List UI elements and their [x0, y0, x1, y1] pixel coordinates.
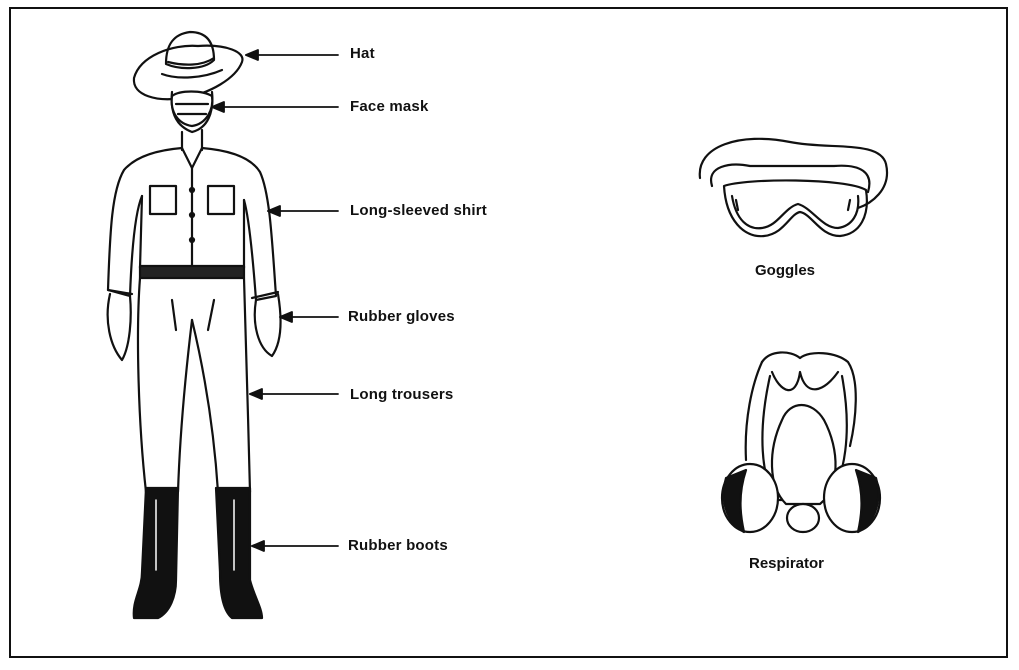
goggles-drawing [700, 139, 887, 236]
person-figure [108, 32, 281, 618]
label-rubber-boots: Rubber boots [348, 537, 448, 554]
label-hat: Hat [350, 45, 375, 62]
boots-drawing [134, 488, 262, 618]
hat-drawing [134, 32, 243, 99]
label-face-mask: Face mask [350, 98, 429, 115]
trousers-drawing [138, 278, 250, 492]
label-long-sleeved-shirt: Long-sleeved shirt [350, 202, 487, 219]
leader-arrows [212, 50, 338, 551]
face-mask-drawing [172, 92, 213, 151]
caption-goggles: Goggles [755, 262, 815, 279]
belt-drawing [140, 266, 244, 278]
caption-respirator: Respirator [749, 555, 824, 572]
respirator-drawing [722, 352, 880, 532]
label-rubber-gloves: Rubber gloves [348, 308, 455, 325]
label-long-trousers: Long trousers [350, 386, 453, 403]
